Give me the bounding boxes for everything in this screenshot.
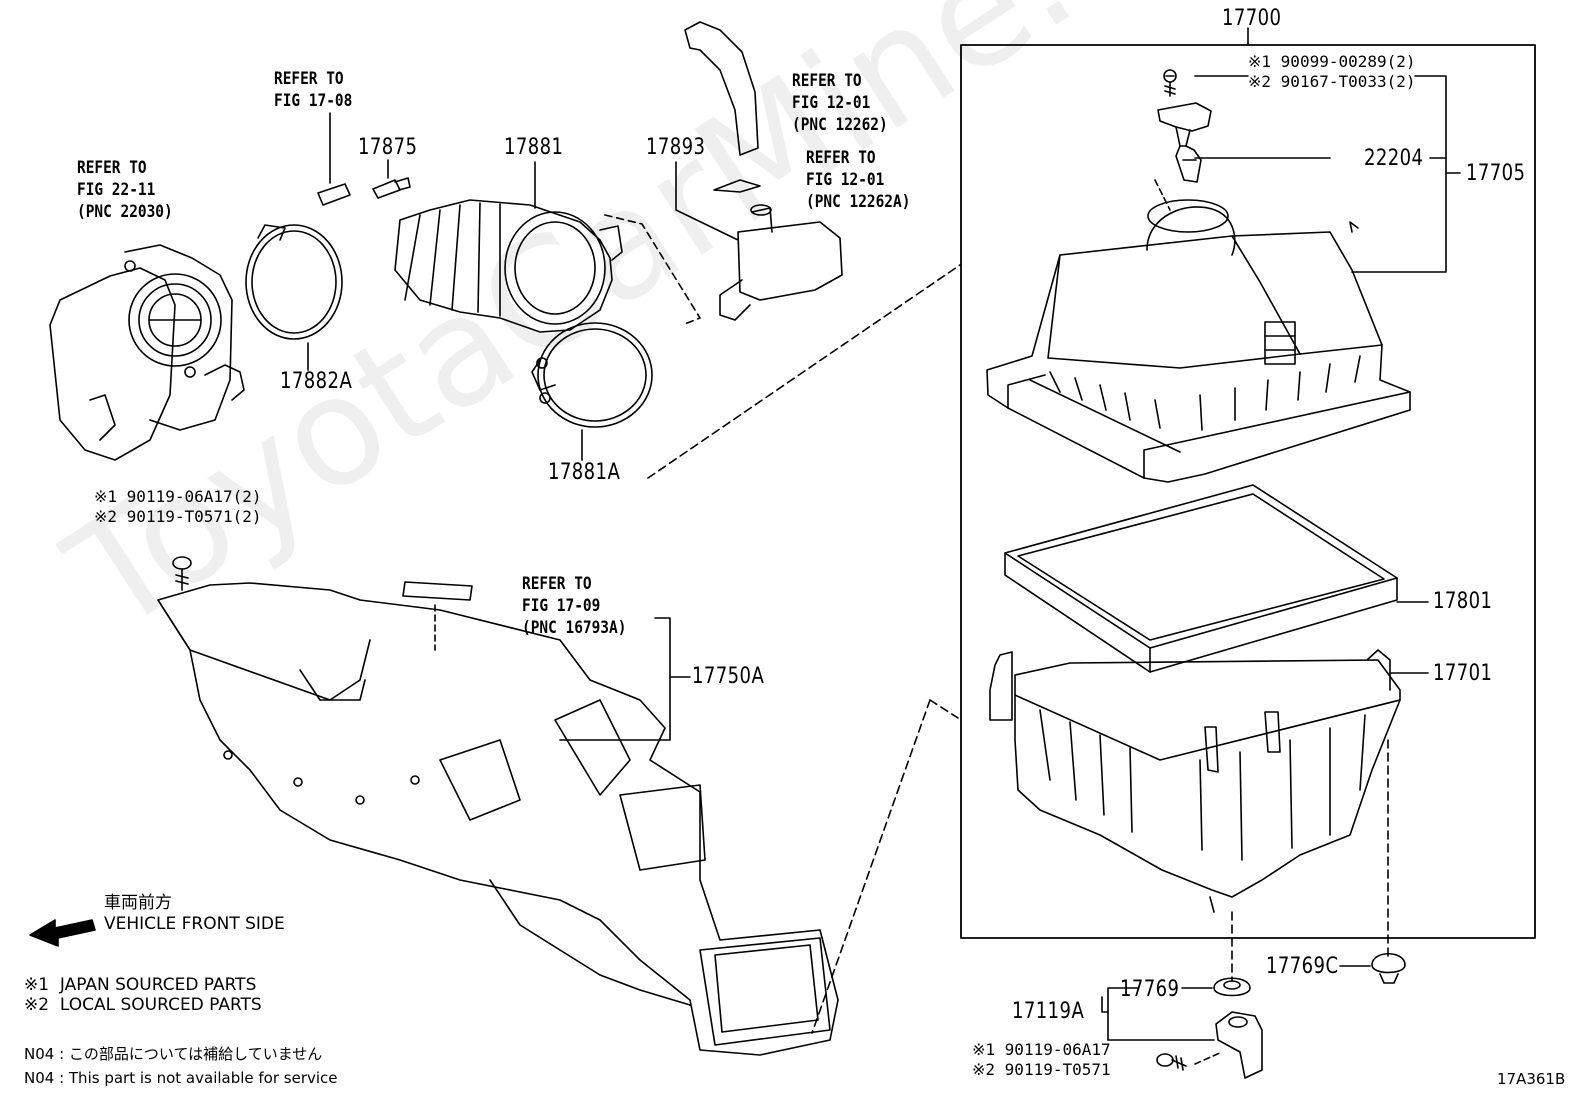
leader-17705 bbox=[1351, 75, 1447, 273]
legend-local-sourced: ※2 LOCAL SOURCED PARTS bbox=[24, 995, 262, 1015]
assembly-frame-17700 bbox=[960, 44, 1536, 939]
bolt-top-parts: ※1 90099-00289(2) ※2 90167-T0033(2) bbox=[1248, 52, 1416, 91]
throttle-body-icon bbox=[49, 244, 245, 461]
part-17119a: 17119A bbox=[1012, 999, 1085, 1024]
clamp-17881a-icon bbox=[531, 322, 653, 428]
air-cleaner-cap-icon bbox=[986, 199, 1411, 483]
part-17801: 17801 bbox=[1433, 589, 1493, 614]
air-intake-duct-icon bbox=[157, 582, 839, 1056]
legend-japan-sourced: ※1 JAPAN SOURCED PARTS bbox=[24, 975, 257, 995]
part-17881a: 17881A bbox=[548, 460, 621, 485]
part-17769: 17769 bbox=[1120, 977, 1180, 1002]
part-17875: 17875 bbox=[358, 135, 418, 160]
refer-fig-22-11[interactable]: REFER TO FIG 22-11 (PNC 22030) bbox=[77, 158, 173, 222]
refer-fig-17-08[interactable]: REFER TO FIG 17-08 bbox=[274, 69, 353, 111]
hose-connector-icon bbox=[317, 183, 351, 206]
refer-fig-17-09[interactable]: REFER TO FIG 17-09 (PNC 16793A) bbox=[522, 574, 627, 638]
airflow-sensor-icon bbox=[1157, 102, 1212, 183]
grommet-17769-icon bbox=[1213, 977, 1251, 997]
part-17882a: 17882A bbox=[280, 369, 353, 394]
clip-icon bbox=[713, 179, 761, 193]
bolt-bottom-icon bbox=[1156, 1053, 1187, 1071]
pnc-patch-icon bbox=[402, 581, 473, 601]
part-17705: 17705 bbox=[1466, 161, 1526, 186]
bolt-bottom-parts: ※1 90119-06A17 ※2 90119-T0571 bbox=[972, 1040, 1111, 1079]
part-17701: 17701 bbox=[1433, 661, 1493, 686]
vehicle-front-jp: 車両前方 bbox=[104, 893, 172, 913]
resonator-17893-icon bbox=[719, 204, 843, 321]
part-17750a: 17750A bbox=[692, 664, 765, 689]
diagram-code: 17A361B bbox=[1497, 1070, 1566, 1088]
note-n04-en: N04 : This part is not available for ser… bbox=[24, 1069, 338, 1087]
filter-element-icon bbox=[1004, 484, 1398, 673]
part-17881: 17881 bbox=[504, 135, 564, 160]
note-n04-jp: N04 : この部品については補給していません bbox=[24, 1045, 323, 1063]
screw-top-icon bbox=[1163, 69, 1177, 97]
vehicle-front-en: VEHICLE FRONT SIDE bbox=[104, 914, 285, 934]
part-17700: 17700 bbox=[1222, 6, 1282, 31]
bracket-17119a-icon bbox=[1215, 1011, 1263, 1079]
bolt-left-parts: ※1 90119-06A17(2) ※2 90119-T0571(2) bbox=[94, 487, 262, 526]
part-22204: 22204 bbox=[1364, 146, 1424, 171]
part-17893: 17893 bbox=[646, 135, 706, 160]
intake-hose-icon bbox=[394, 199, 623, 333]
front-arrow-icon bbox=[29, 919, 96, 947]
breather-tube-icon bbox=[684, 21, 759, 156]
refer-fig-12-01-b[interactable]: REFER TO FIG 12-01 (PNC 12262A) bbox=[806, 148, 911, 212]
part-17769c: 17769C bbox=[1266, 954, 1339, 979]
refer-fig-12-01-a[interactable]: REFER TO FIG 12-01 (PNC 12262) bbox=[792, 71, 888, 135]
nipple-17875-icon bbox=[372, 177, 411, 199]
bolt-left-icon bbox=[172, 556, 192, 591]
grommet-17769c-icon bbox=[1371, 952, 1406, 984]
air-cleaner-case-icon bbox=[989, 649, 1401, 913]
clamp-17882a-icon bbox=[245, 224, 343, 340]
